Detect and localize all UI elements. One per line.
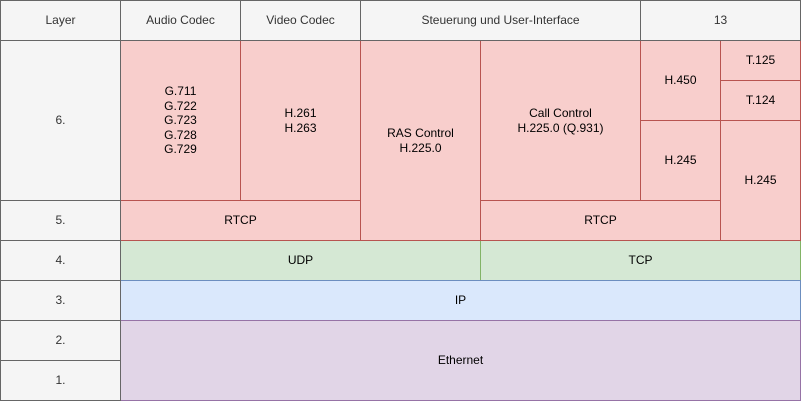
audio-codec-line: G.729 — [164, 142, 197, 157]
cell-tcp: TCP — [480, 240, 801, 281]
header-video-codec: Video Codec — [240, 0, 361, 41]
audio-codec-line: G.728 — [164, 127, 197, 142]
cell-video-codecs: H.261 H.263 — [240, 40, 361, 201]
layer-3-label: 3. — [0, 280, 121, 321]
cell-ethernet: Ethernet — [120, 320, 801, 401]
layer-1-label: 1. — [0, 360, 121, 401]
cell-t125: T.125 — [720, 40, 801, 81]
cell-ras-control: RAS Control H.225.0 — [360, 40, 481, 241]
call-control-line: Call Control — [529, 105, 592, 120]
cell-t124: T.124 — [720, 80, 801, 121]
header-steuerung-user-interface: Steuerung und User-Interface — [360, 0, 641, 41]
header-audio-codec: Audio Codec — [120, 0, 241, 41]
cell-h245-right: H.245 — [720, 120, 801, 241]
layer-6-label: 6. — [0, 40, 121, 201]
cell-audio-codecs: G.711 G.722 G.723 G.728 G.729 — [120, 40, 241, 201]
audio-codec-line: G.711 — [164, 83, 197, 98]
ras-control-line: RAS Control — [387, 125, 454, 140]
audio-codec-line: G.723 — [164, 113, 197, 128]
audio-codec-line: G.722 — [164, 98, 197, 113]
header-layer: Layer — [0, 0, 121, 41]
cell-rtcp-right: RTCP — [480, 200, 721, 241]
cell-udp: UDP — [120, 240, 481, 281]
cell-ip: IP — [120, 280, 801, 321]
cell-h245-mid: H.245 — [640, 120, 721, 201]
layer-5-label: 5. — [0, 200, 121, 241]
cell-rtcp-left: RTCP — [120, 200, 361, 241]
video-codec-line: H.261 — [284, 105, 317, 120]
video-codec-line: H.263 — [284, 120, 317, 135]
call-control-line: H.225.0 (Q.931) — [517, 120, 604, 135]
cell-call-control: Call Control H.225.0 (Q.931) — [480, 40, 641, 201]
ras-control-line: H.225.0 — [399, 140, 442, 155]
layer-4-label: 4. — [0, 240, 121, 281]
header-13: 13 — [640, 0, 801, 41]
layer-2-label: 2. — [0, 320, 121, 361]
cell-h450: H.450 — [640, 40, 721, 121]
